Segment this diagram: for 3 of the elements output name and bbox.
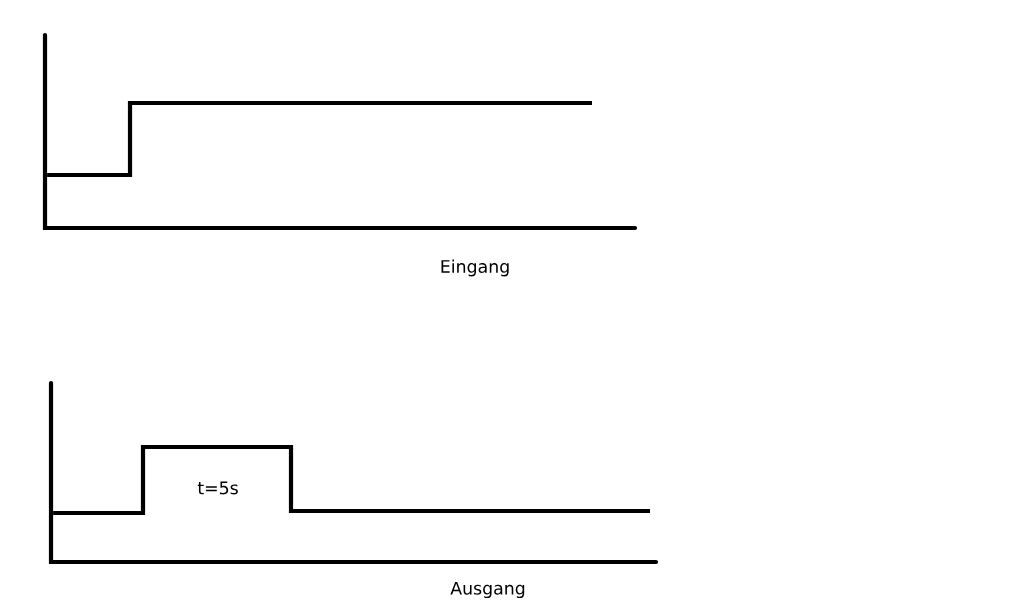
signal-label: t=5s: [197, 481, 238, 495]
signal-label: Ausgang: [450, 581, 525, 599]
signal-label: Eingang: [441, 259, 509, 277]
